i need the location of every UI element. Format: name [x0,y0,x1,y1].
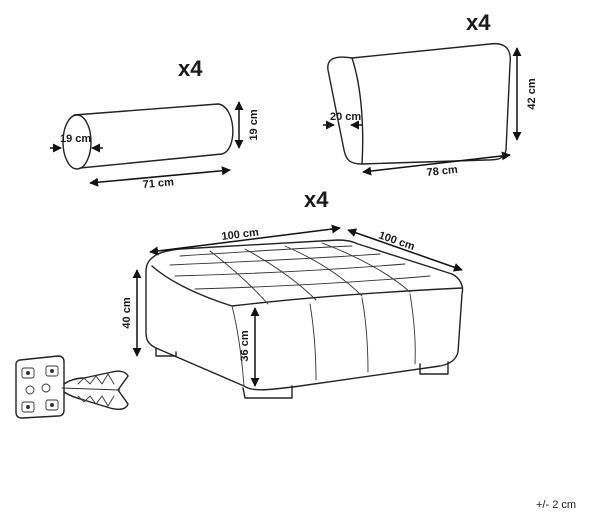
tolerance-note: +/- 2 cm [536,499,576,511]
ottoman-seat-height-dimension: 36 cm [239,307,260,387]
ottoman-width-label: 100 cm [221,226,260,242]
bolster-diameter-dimension: 19 cm [50,133,103,153]
bolster-height-label: 19 cm [248,109,260,140]
cushion-height-label: 42 cm [526,78,538,109]
ottoman-seat-height-label: 36 cm [239,330,251,361]
ottoman-width-dimension: 100 cm [149,224,341,256]
bolster-diameter-label: 19 cm [60,133,91,145]
ottoman-height-label: 40 cm [121,297,133,328]
cushion-width-label: 78 cm [426,164,458,179]
cushion-depth-dimension: 20 cm [323,111,362,130]
cushion-height-dimension: 42 cm [512,47,538,141]
ottoman-drawing [145,239,464,399]
ottoman-depth-label: 100 cm [377,229,416,253]
bolster-quantity: x4 [178,56,203,81]
cushion-width-dimension: 78 cm [362,151,511,179]
cushion-depth-label: 20 cm [330,111,361,123]
ottoman-height-dimension: 40 cm [121,269,142,357]
bolster-height-dimension: 19 cm [234,101,260,149]
cushion-drawing [327,42,511,165]
bolster-length-dimension: 71 cm [89,166,231,191]
bolster-drawing [62,103,234,170]
ottoman-quantity: x4 [304,187,329,212]
bolster-length-label: 71 cm [142,176,174,191]
cushion-quantity: x4 [466,10,491,35]
connector-clip-icon [15,355,129,419]
